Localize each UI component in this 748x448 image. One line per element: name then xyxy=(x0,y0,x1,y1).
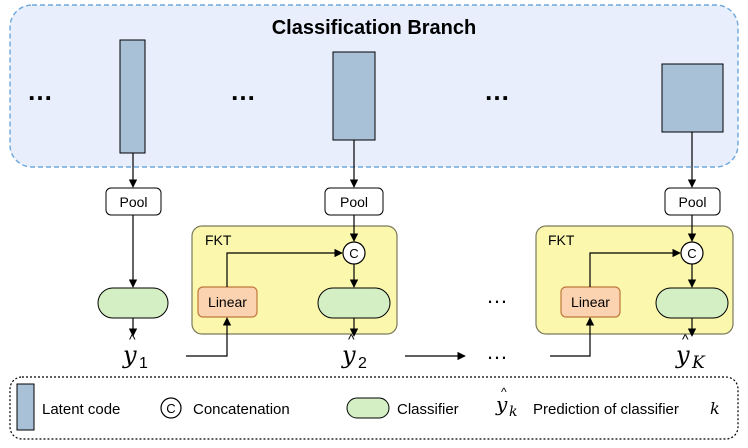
latent-code-3 xyxy=(661,63,724,133)
svg-text:k: k xyxy=(509,404,517,420)
prediction-yK: y ^ K xyxy=(675,331,706,373)
fkt-label-1: FKT xyxy=(205,232,232,248)
legend-concat-symbol: C xyxy=(166,401,175,416)
legend-prediction-symbol: y ^ k xyxy=(495,385,517,420)
latent-code-1 xyxy=(119,39,146,154)
ellipsis-1: … xyxy=(27,76,53,106)
concat-symbol-1: C xyxy=(349,246,358,261)
legend-concat-label: Concatenation xyxy=(193,401,290,418)
linear-label-1: Linear xyxy=(208,294,247,310)
prediction-y2: y ^ 2 xyxy=(341,331,367,372)
legend-latent-label: Latent code xyxy=(42,401,120,418)
branch-title: Classification Branch xyxy=(272,17,477,39)
pool-1: Pool xyxy=(105,187,162,216)
concat-symbol-2: C xyxy=(687,246,696,261)
arrow-linear1-concat xyxy=(226,248,343,287)
pool-label: Pool xyxy=(119,194,147,210)
classifier-K xyxy=(655,287,729,319)
pool-label: Pool xyxy=(678,194,706,210)
svg-text:^: ^ xyxy=(682,331,689,347)
legend-classifier-label: Classifier xyxy=(397,401,459,418)
svg-text:y: y xyxy=(341,341,356,369)
legend-concat-icon xyxy=(160,397,182,419)
prediction-y1: y ^ 1 xyxy=(122,331,148,372)
svg-text:1: 1 xyxy=(139,355,148,372)
arrow-prev-linear2 xyxy=(550,317,595,357)
classifier-2 xyxy=(317,287,391,319)
svg-text:y: y xyxy=(675,341,690,369)
svg-text:y: y xyxy=(495,392,508,416)
ellipsis-5: … xyxy=(486,339,508,364)
classifier-1 xyxy=(97,287,169,319)
ellipsis-4: … xyxy=(486,283,508,308)
legend-latent-swatch xyxy=(16,383,35,431)
legend-prediction-var: k xyxy=(710,399,720,418)
arrow-y1-linear1 xyxy=(186,317,232,357)
legend-classifier-swatch xyxy=(346,397,390,419)
svg-text:K: K xyxy=(691,353,706,373)
svg-text:^: ^ xyxy=(501,385,507,399)
ellipsis-3: … xyxy=(484,76,510,106)
latent-code-2 xyxy=(332,51,376,141)
svg-text:y: y xyxy=(122,341,137,369)
linear-label-2: Linear xyxy=(571,294,610,310)
svg-text:^: ^ xyxy=(348,331,355,347)
pool-2: Pool xyxy=(324,187,384,216)
svg-text:2: 2 xyxy=(358,355,367,372)
arrow-linear2-concat xyxy=(589,248,681,287)
ellipsis-2: … xyxy=(230,76,256,106)
fkt-label-2: FKT xyxy=(548,232,575,248)
svg-text:^: ^ xyxy=(129,331,136,347)
pool-3: Pool xyxy=(664,187,721,216)
legend-prediction-label: Prediction of classifier xyxy=(533,401,679,418)
pool-label: Pool xyxy=(340,194,368,210)
